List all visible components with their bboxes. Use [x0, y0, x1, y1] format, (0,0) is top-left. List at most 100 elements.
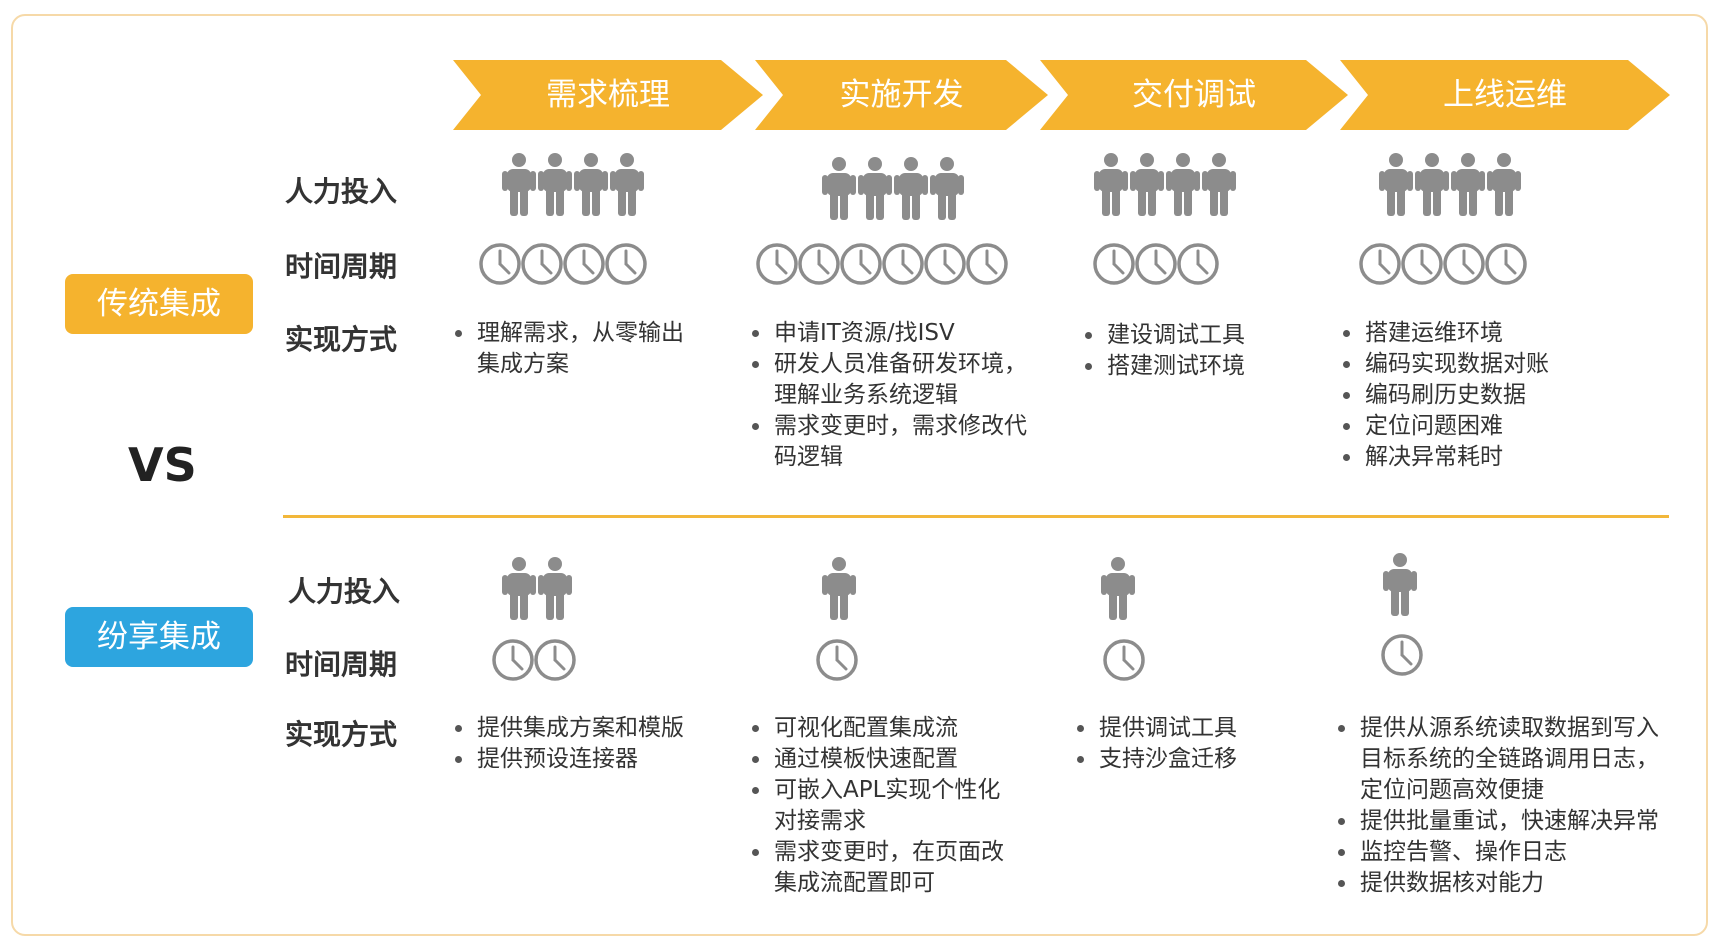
person-icon	[1415, 153, 1449, 216]
method-line: 需求变更时，在页面改	[774, 839, 1004, 865]
method-line: 建设调试工具	[1107, 322, 1245, 348]
stage-label: 上线运维	[1443, 77, 1567, 113]
people-row	[1379, 152, 1521, 216]
clock-icon	[1359, 243, 1401, 285]
method-item: 需求变更时，在页面改集成流配置即可	[752, 837, 1004, 899]
person-icon	[1383, 553, 1417, 616]
clock-icon	[840, 243, 882, 285]
clock-icon	[1177, 243, 1219, 285]
method-list: 搭建运维环境编码实现数据对账编码刷历史数据定位问题困难解决异常耗时	[1343, 318, 1549, 473]
method-line: 可嵌入APL实现个性化	[774, 777, 1001, 803]
method-line: 支持沙盒迁移	[1099, 746, 1237, 772]
stage-label: 实施开发	[839, 77, 964, 113]
section-divider	[283, 515, 1669, 518]
diagram-frame	[11, 14, 1708, 936]
clock-icon	[816, 639, 858, 681]
clock-icon	[1135, 243, 1177, 285]
person-icon	[610, 153, 644, 216]
person-icon	[1166, 153, 1200, 216]
person-icon	[1130, 153, 1164, 216]
person-icon	[1379, 153, 1413, 216]
method-line: 监控告警、操作日志	[1360, 839, 1567, 865]
traditional-badge: 传统集成	[65, 274, 253, 334]
method-item: 建设调试工具	[1085, 320, 1245, 351]
person-icon	[502, 153, 536, 216]
method-item: 申请IT资源/找ISV	[752, 318, 1027, 349]
people-row	[1094, 152, 1236, 216]
method-item: 提供预设连接器	[455, 744, 684, 775]
method-list: 理解需求，从零输出集成方案	[455, 318, 684, 380]
person-icon	[822, 557, 856, 620]
people-row	[1383, 552, 1417, 616]
row-label-method: 实现方式	[285, 323, 398, 356]
method-item: 提供从源系统读取数据到写入目标系统的全链路调用日志，定位问题高效便捷	[1338, 713, 1659, 806]
clock-icon	[521, 243, 563, 285]
person-icon	[574, 153, 608, 216]
method-line: 可视化配置集成流	[774, 715, 958, 741]
people-row	[502, 556, 572, 620]
row-label-people: 人力投入	[285, 175, 398, 208]
clock-icon	[534, 639, 576, 681]
method-line: 提供调试工具	[1099, 715, 1237, 741]
clock-icon	[1401, 243, 1443, 285]
method-line: 提供预设连接器	[477, 746, 638, 772]
method-line: 搭建测试环境	[1107, 353, 1245, 379]
method-line: 对接需求	[774, 808, 866, 834]
method-item: 搭建运维环境	[1343, 318, 1549, 349]
clock-row	[815, 638, 859, 682]
method-item: 需求变更时，需求修改代码逻辑	[752, 411, 1027, 473]
method-line: 需求变更时，需求修改代	[774, 413, 1027, 439]
method-line: 定位问题困难	[1365, 413, 1503, 439]
method-line: 集成流配置即可	[774, 870, 935, 896]
method-list: 建设调试工具搭建测试环境	[1085, 320, 1245, 382]
clock-row	[1380, 633, 1424, 677]
clock-icon	[605, 243, 647, 285]
method-item: 监控告警、操作日志	[1338, 837, 1659, 868]
person-icon	[1451, 153, 1485, 216]
method-item: 定位问题困难	[1343, 411, 1549, 442]
people-row	[502, 152, 644, 216]
person-icon	[538, 557, 572, 620]
stage-arrow-1: 需求梳理	[453, 60, 763, 130]
clock-icon	[966, 243, 1008, 285]
person-icon	[1487, 153, 1521, 216]
row-label-time: 时间周期	[285, 250, 398, 283]
method-item: 编码刷历史数据	[1343, 380, 1549, 411]
person-icon	[538, 153, 572, 216]
method-item: 可嵌入APL实现个性化对接需求	[752, 775, 1004, 837]
person-icon	[822, 157, 856, 220]
clock-icon	[1443, 243, 1485, 285]
clock-row	[478, 242, 648, 286]
people-row	[822, 556, 856, 620]
clock-row	[1092, 242, 1220, 286]
clock-icon	[882, 243, 924, 285]
clock-row	[1358, 242, 1528, 286]
person-icon	[1094, 153, 1128, 216]
clock-icon	[1381, 634, 1423, 676]
method-line: 申请IT资源/找ISV	[774, 320, 955, 346]
person-icon	[894, 157, 928, 220]
method-line: 研发人员准备研发环境，	[774, 351, 1027, 377]
row-label-people: 人力投入	[288, 575, 401, 608]
method-line: 码逻辑	[774, 444, 843, 470]
fenxiang-badge: 纷享集成	[65, 607, 253, 667]
vs-label: VS	[128, 438, 197, 492]
method-line: 理解需求，从零输出	[477, 320, 684, 346]
person-icon	[858, 157, 892, 220]
method-item: 提供数据核对能力	[1338, 868, 1659, 899]
stage-arrow-3: 交付调试	[1040, 60, 1348, 130]
person-icon	[502, 557, 536, 620]
method-line: 通过模板快速配置	[774, 746, 958, 772]
stage-arrow-4: 上线运维	[1340, 60, 1670, 130]
clock-icon	[1103, 639, 1145, 681]
person-icon	[930, 157, 964, 220]
method-line: 编码刷历史数据	[1365, 382, 1526, 408]
clock-row	[491, 638, 577, 682]
row-label-method: 实现方式	[285, 718, 398, 751]
clock-icon	[563, 243, 605, 285]
clock-icon	[756, 243, 798, 285]
method-list: 提供调试工具支持沙盒迁移	[1077, 713, 1237, 775]
method-item: 提供调试工具	[1077, 713, 1237, 744]
people-row	[822, 156, 964, 220]
method-list: 提供集成方案和模版提供预设连接器	[455, 713, 684, 775]
